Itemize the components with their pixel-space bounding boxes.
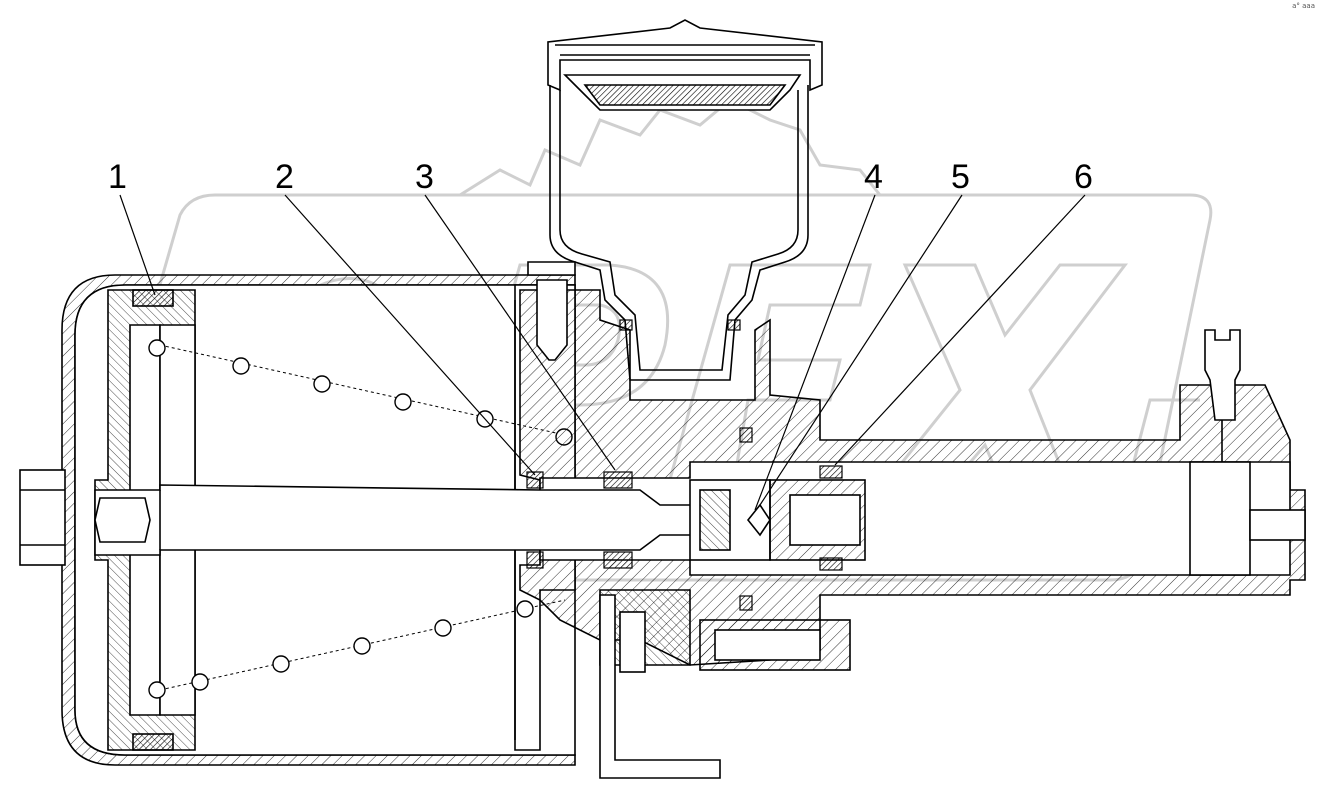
push-rod [94, 484, 701, 556]
callout-2: 2 [275, 158, 294, 196]
mounting-bracket [599, 594, 721, 779]
callout-5: 5 [951, 158, 970, 196]
callouts: 1 2 3 4 5 6 [108, 158, 1093, 196]
corner-mark: a° aaa [1292, 2, 1315, 10]
leader-lines [119, 194, 1086, 511]
callout-6: 6 [1074, 158, 1093, 196]
callout-4: 4 [864, 158, 883, 196]
piston-valve [689, 479, 866, 561]
callout-1: 1 [108, 158, 127, 196]
callout-3: 3 [415, 158, 434, 196]
seals [526, 319, 843, 611]
master-cylinder-body [519, 261, 1306, 673]
fluid-reservoir [547, 19, 823, 381]
